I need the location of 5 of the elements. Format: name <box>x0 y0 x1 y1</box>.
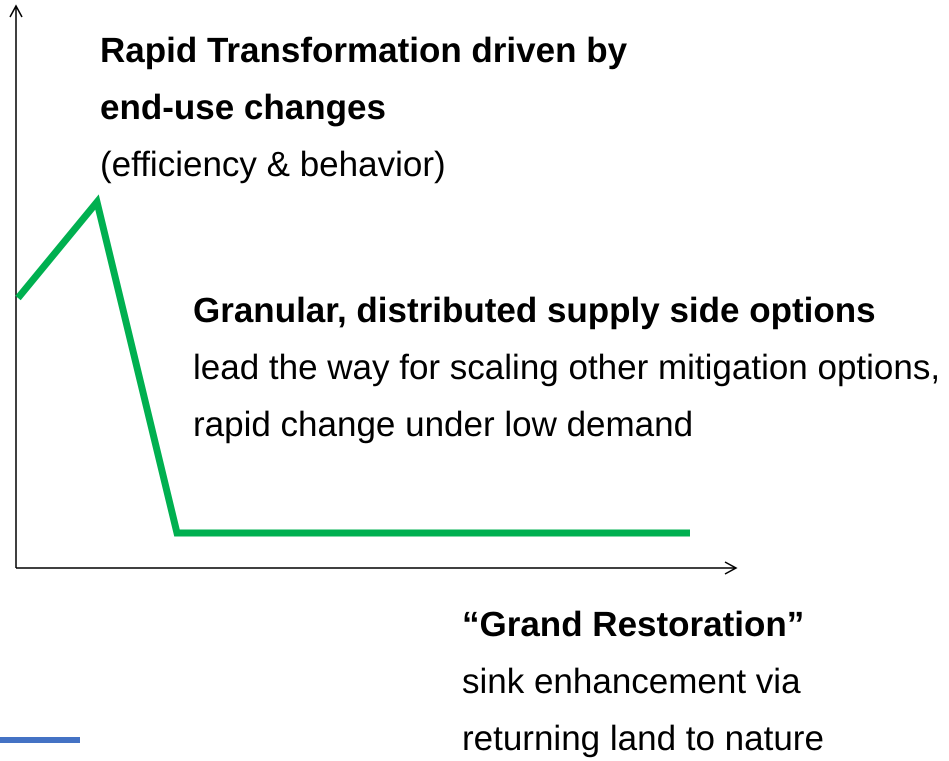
body-text: sink enhancement via returning land to nature <box>462 661 825 760</box>
heading-text: Rapid Transformation driven by end-use changes <box>100 30 628 129</box>
note-text: (efficiency & behavior) <box>100 144 447 186</box>
heading-text: “Grand Restoration” <box>462 604 806 646</box>
body-text: Granular, distributed supply side options lead the way for scaling other mitigation options, rapid change under low demand <box>193 290 942 446</box>
